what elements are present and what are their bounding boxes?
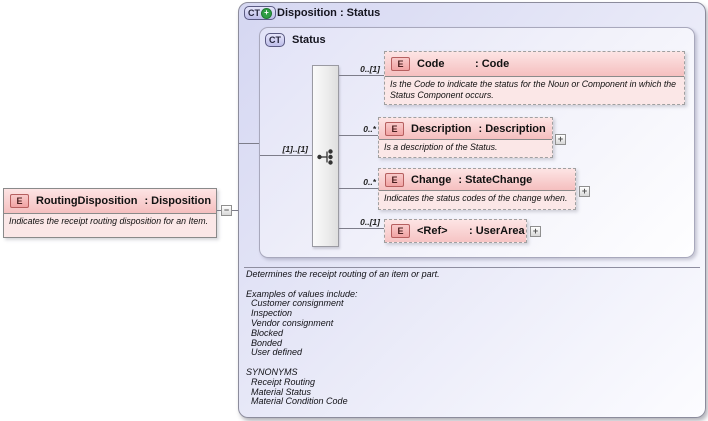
element-box-routing-disposition[interactable]: E RoutingDisposition : Disposition Indic…	[3, 188, 217, 238]
connector-line	[339, 188, 378, 189]
connector-line	[239, 143, 259, 144]
content-model-title: Status	[292, 34, 326, 46]
element-box-ref[interactable]: E <Ref> : UserArea	[384, 219, 527, 243]
element-description: Indicates the status codes of the change…	[384, 193, 568, 203]
element-type: : Disposition	[144, 195, 212, 207]
element-description: Indicates the receipt routing dispositio…	[9, 216, 209, 226]
expand-icon[interactable]: +	[555, 134, 566, 145]
element-name: Change	[411, 173, 452, 186]
element-header: E Change : StateChange	[379, 169, 575, 191]
cardinality-label: 0..*	[363, 124, 376, 134]
connector-line	[339, 135, 378, 136]
connector-line	[339, 75, 384, 76]
cardinality-label: 0..[1]	[360, 217, 380, 227]
complex-type-plus-icon[interactable]: CT +	[244, 6, 276, 20]
element-type: : UserArea	[469, 225, 525, 237]
element-box-change[interactable]: E Change : StateChange Indicates the sta…	[378, 168, 576, 210]
element-name: Description	[411, 122, 472, 135]
element-type: : Code	[475, 58, 510, 70]
sequence-icon	[317, 149, 333, 165]
element-header: E RoutingDisposition : Disposition	[4, 189, 216, 214]
element-box-description[interactable]: E Description : Description Is a descrip…	[378, 117, 553, 158]
collapse-toggle-icon[interactable]: −	[221, 205, 232, 216]
element-header: E <Ref> : UserArea	[385, 220, 526, 242]
cardinality-label: [1]..[1]	[282, 144, 309, 154]
element-icon: E	[10, 194, 29, 208]
element-icon: E	[385, 172, 404, 187]
cardinality-label: 0..*	[363, 177, 376, 187]
element-type: : Description	[478, 122, 546, 135]
element-name: Code	[417, 58, 445, 70]
element-icon: E	[385, 121, 404, 136]
connector-line	[260, 155, 312, 156]
element-description: Is a description of the Status.	[384, 142, 498, 152]
documentation-text: Determines the receipt routing of an ite…	[246, 269, 440, 407]
complex-type-icon-label: CT	[269, 35, 281, 45]
panel-title: Disposition : Status	[277, 7, 381, 19]
element-name: <Ref>	[417, 225, 448, 237]
element-name: RoutingDisposition	[36, 195, 138, 207]
expand-icon[interactable]: +	[530, 226, 541, 237]
complex-type-icon[interactable]: CT	[265, 33, 285, 47]
element-description: Is the Code to indicate the status for t…	[390, 79, 677, 100]
plus-badge-icon: +	[261, 7, 272, 19]
element-header: E Description : Description	[379, 118, 552, 140]
element-header: E Code : Code	[385, 52, 684, 77]
documentation-divider	[244, 267, 700, 268]
expand-icon[interactable]: +	[579, 186, 590, 197]
connector-line	[339, 228, 384, 229]
sequence-compositor	[312, 65, 339, 247]
complex-type-icon-label: CT	[248, 8, 260, 18]
element-icon: E	[391, 57, 410, 71]
element-type: : StateChange	[458, 173, 533, 186]
element-box-code[interactable]: E Code : Code Is the Code to indicate th…	[384, 51, 685, 105]
element-icon: E	[391, 224, 410, 238]
cardinality-label: 0..[1]	[360, 64, 380, 74]
